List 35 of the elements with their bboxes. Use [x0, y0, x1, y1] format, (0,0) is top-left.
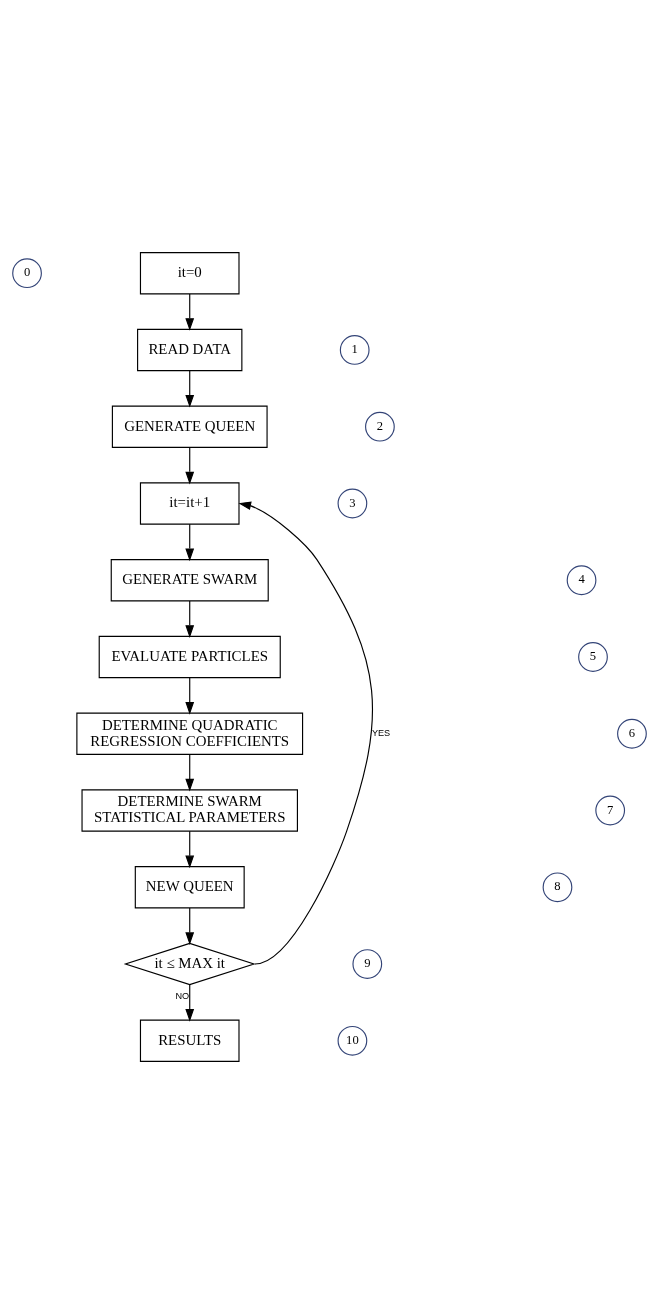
node-circle: 6: [617, 718, 647, 749]
node-circle: 1: [339, 334, 370, 365]
node-box: GENERATE SWARM: [110, 558, 269, 601]
node-box: READ DATA: [137, 328, 243, 371]
node-box: EVALUATE PARTICLES: [98, 635, 281, 678]
node-circle: 0: [12, 257, 42, 288]
arrow: [185, 906, 195, 945]
node-box: it=it+1: [139, 481, 240, 525]
node-box: GENERATE QUEEN: [111, 405, 268, 448]
node-circle: 10: [337, 1025, 368, 1056]
edge-label: YES: [371, 727, 391, 738]
node-box: it=0: [139, 251, 240, 294]
arrow: [185, 446, 195, 484]
node-diamond: it ≤ MAX it: [123, 942, 256, 985]
node-box: NEW QUEEN: [134, 865, 245, 908]
arrow: [185, 292, 195, 331]
arrow: [185, 983, 195, 1022]
arrow: [238, 500, 374, 965]
node-box: RESULTS: [139, 1019, 240, 1062]
node-circle: 2: [365, 411, 395, 442]
node-circle: 3: [337, 488, 368, 518]
node-box: DETERMINE SWARM STATISTICAL PARAMETERS: [81, 788, 298, 832]
node-circle: 5: [578, 641, 608, 672]
node-box: DETERMINE QUADRATIC REGRESSION COEFFICIENTS: [76, 712, 304, 755]
edge-label: NO: [175, 990, 190, 1001]
arrow: [185, 369, 195, 408]
arrow: [185, 523, 195, 561]
arrow: [185, 830, 195, 868]
node-circle: 4: [566, 564, 597, 595]
arrow: [185, 599, 195, 638]
node-circle: 9: [352, 948, 383, 979]
node-circle: 7: [595, 795, 626, 825]
arrow: [185, 676, 195, 715]
arrow: [185, 753, 195, 791]
node-circle: 8: [542, 871, 573, 902]
